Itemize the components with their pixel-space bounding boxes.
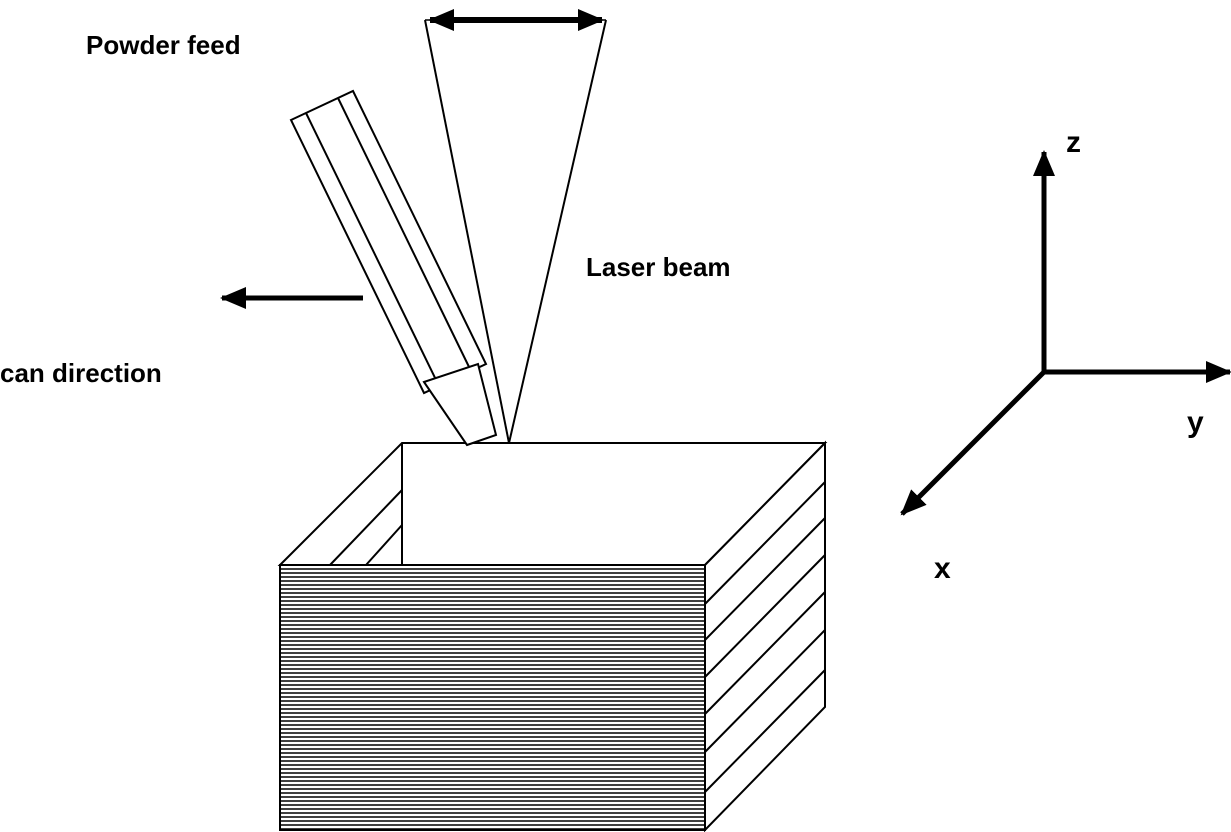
side-layer-line [704, 629, 826, 753]
side-layer-line [704, 517, 826, 641]
x-axis-label: x [934, 552, 951, 585]
deposited-block [277, 440, 828, 832]
side-layer-lines [704, 481, 826, 793]
side-layer-line [704, 669, 826, 793]
block-inner-wall-line [329, 489, 403, 566]
side-layer-line [704, 481, 826, 605]
front-layer-hatching [280, 568, 705, 830]
scan-direction-label: can direction [0, 358, 162, 388]
powder-feed-nozzle [289, 89, 498, 447]
z-axis-label: z [1066, 126, 1081, 159]
block-inner-wall-line [365, 524, 403, 566]
x-axis-arrow [900, 370, 1046, 516]
side-layer-line [704, 554, 826, 678]
side-layer-line [704, 591, 826, 715]
y-axis-label: y [1187, 406, 1204, 439]
powder-feed-label: Powder feed [86, 30, 241, 60]
laser-beam-label: Laser beam [586, 252, 731, 282]
coordinate-axes [900, 150, 1231, 516]
